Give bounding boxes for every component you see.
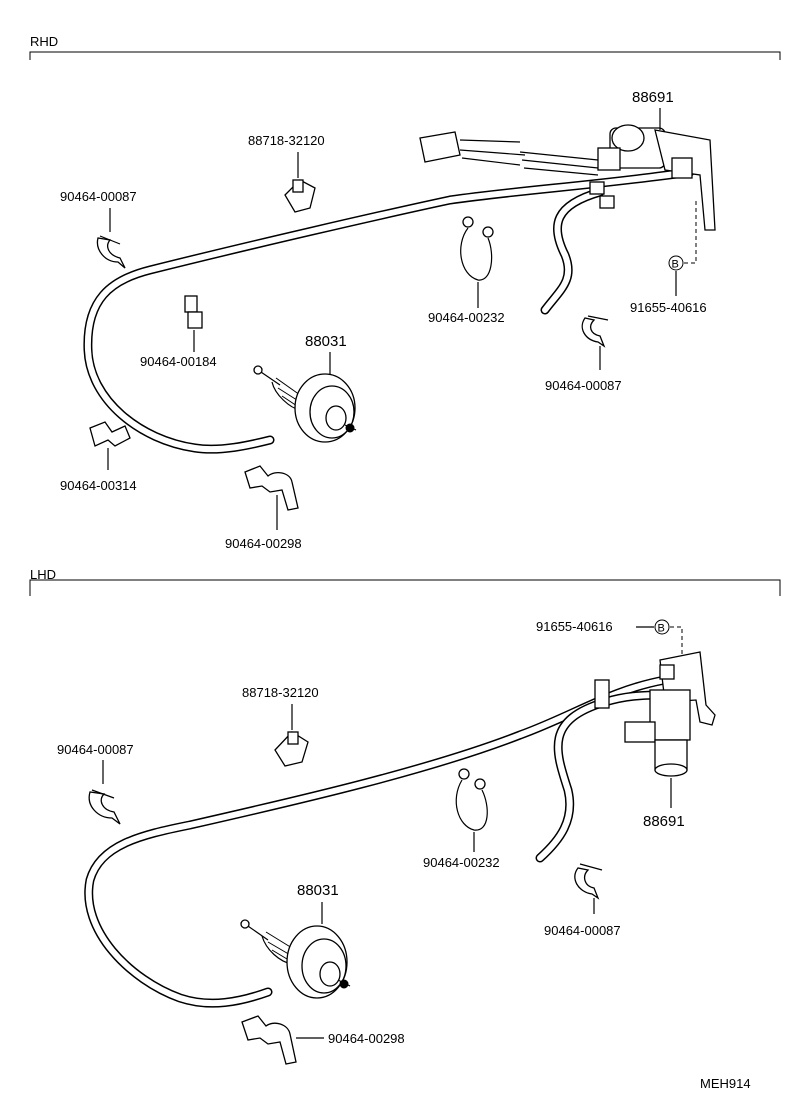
- lhd-vsv-valve: [624, 651, 716, 777]
- lhd-marker-b-letter: B: [658, 623, 665, 635]
- rhd-marker-ref-part-number: 91655-40616: [630, 300, 707, 315]
- rhd-connector-clip: [284, 179, 316, 213]
- lhd-vacuum-hose: [84, 675, 670, 1008]
- rhd-marker-b-letter: B: [672, 259, 679, 271]
- lhd-clip-ring: [455, 768, 488, 831]
- rhd-actuator: [253, 365, 357, 443]
- lhd-clamp-bottom: [241, 1015, 297, 1065]
- rhd-vsv-part-number: 88691: [632, 89, 674, 106]
- lhd-actuator: [240, 919, 351, 999]
- rhd-clip-mid-part-number: 90464-00184: [140, 354, 217, 369]
- rhd-vsv-valve: [419, 124, 716, 231]
- lhd-clamp-right: [574, 863, 603, 900]
- lhd-clip-ring-part-number: 90464-00232: [423, 855, 500, 870]
- lhd-marker-b: B: [654, 619, 683, 655]
- rhd-section-bracket: [29, 51, 781, 60]
- lhd-clamp-right-part-number: 90464-00087: [544, 923, 621, 938]
- lhd-clamp-left: [88, 789, 121, 825]
- lhd-marker-ref-part-number: 91655-40616: [536, 619, 613, 634]
- rhd-clamp-bottom-part-number: 90464-00298: [225, 536, 302, 551]
- rhd-actuator-part-number: 88031: [305, 333, 347, 350]
- lhd-actuator-part-number: 88031: [297, 882, 339, 899]
- rhd-clamp-lower-left: [89, 421, 131, 447]
- rhd-connector-clip-part-number: 88718-32120: [248, 133, 325, 148]
- lhd-connector-clip: [274, 731, 309, 767]
- lhd-connector-clip-part-number: 88718-32120: [242, 685, 319, 700]
- lhd-vsv-part-number: 88691: [643, 813, 685, 830]
- lhd-section-bracket: [29, 579, 781, 596]
- lhd-clamp-left-part-number: 90464-00087: [57, 742, 134, 757]
- diagram-code: MEH914: [700, 1076, 751, 1091]
- rhd-vacuum-hose: [83, 167, 695, 454]
- rhd-clip-mid: [184, 295, 203, 329]
- rhd-clip-ring: [460, 216, 494, 281]
- rhd-marker-b: B: [668, 200, 697, 271]
- lhd-section-title: LHD: [30, 567, 56, 582]
- rhd-clamp-bottom: [244, 465, 299, 511]
- rhd-clip-ring-part-number: 90464-00232: [428, 310, 505, 325]
- rhd-clamp-upper-left-part-number: 90464-00087: [60, 189, 137, 204]
- rhd-clamp-upper-left: [96, 235, 126, 269]
- rhd-section-title: RHD: [30, 34, 58, 49]
- rhd-clamp-right: [581, 315, 609, 348]
- rhd-clamp-lower-left-part-number: 90464-00314: [60, 478, 137, 493]
- lhd-clamp-bottom-part-number: 90464-00298: [328, 1031, 405, 1046]
- rhd-clamp-right-part-number: 90464-00087: [545, 378, 622, 393]
